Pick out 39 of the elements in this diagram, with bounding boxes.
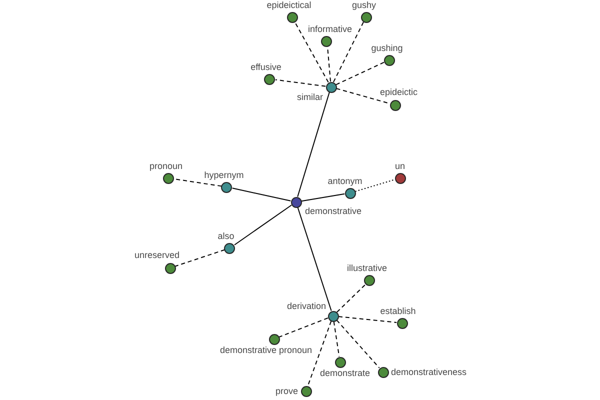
node-label: un [394, 161, 405, 172]
node-label: demonstrativeness [391, 366, 467, 378]
node-label: epideictic [380, 87, 418, 98]
node-label: also [218, 231, 234, 242]
node-label: gushing [371, 43, 403, 54]
node-label: epideictical [266, 0, 312, 11]
node-label: derivation [286, 301, 326, 312]
node-label: hypernym [204, 170, 244, 181]
edge-line [234, 204, 292, 246]
edge-line [338, 316, 398, 323]
edge-line [297, 92, 330, 198]
node-label: gushy [352, 0, 376, 11]
node-label: pronoun [149, 161, 183, 172]
node-label: demonstrate [320, 368, 370, 379]
edge-line [294, 21, 329, 83]
edge-line [336, 88, 390, 104]
edge-line [336, 320, 380, 368]
edge-line [297, 206, 332, 312]
node-label: prove [275, 386, 298, 396]
edge-line [300, 193, 346, 202]
node-label: illustrative [346, 263, 387, 274]
node-label: demonstrative [305, 206, 362, 217]
edge-line [333, 320, 340, 358]
edge-line [335, 62, 385, 86]
edge-line [354, 179, 396, 192]
edge-line [307, 320, 332, 386]
node-label: effusive [250, 62, 282, 73]
edge-line [232, 188, 292, 202]
edge-line [174, 249, 226, 267]
edge-line [274, 79, 326, 87]
node-label: antonym [328, 176, 362, 187]
edge-line [336, 283, 367, 313]
node-label: similar [297, 92, 323, 103]
node-label: unreserved [134, 250, 180, 261]
node-label: demonstrative pronoun [220, 345, 312, 356]
node-label: informative [308, 24, 352, 35]
node-label: establish [380, 306, 416, 317]
edge-line [278, 318, 328, 338]
edge-line [332, 21, 364, 83]
